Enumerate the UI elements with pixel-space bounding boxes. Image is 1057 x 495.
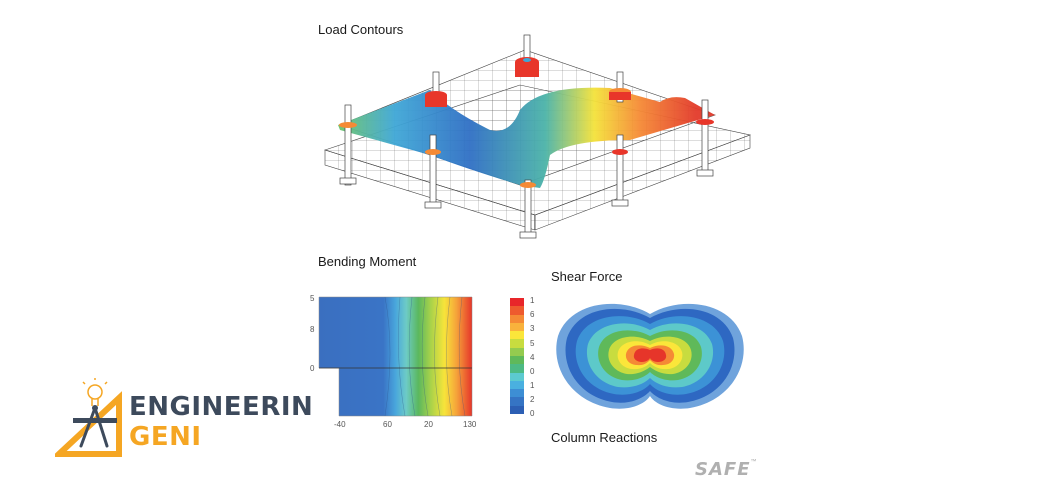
logo-line2: GENI — [129, 422, 202, 452]
colorbar-label: 6 — [530, 310, 535, 319]
trademark: ™ — [750, 459, 757, 465]
engineering-geni-logo: ENGINEERIN GENI — [55, 378, 313, 458]
column-reactions-title: Column Reactions — [551, 430, 658, 445]
safe-brand-logo: SAFE™ — [695, 459, 757, 480]
colorbar-label: 3 — [530, 324, 535, 333]
colorbar-label: 1 — [530, 296, 535, 305]
colorbar-label: 2 — [530, 395, 535, 404]
y-tick-5: 5 — [310, 294, 315, 303]
colorbar-label: 4 — [530, 353, 535, 362]
colorbar — [510, 298, 524, 414]
colorbar-label: 0 — [530, 409, 535, 418]
x-tick-130: 130 — [463, 420, 477, 429]
bending-moment-title: Bending Moment — [318, 254, 417, 269]
y-tick-0: 0 — [310, 364, 315, 373]
colorbar-label: 0 — [530, 367, 535, 376]
colorbar-label: 1 — [530, 381, 535, 390]
x-tick-neg40: -40 — [334, 420, 346, 429]
bending-moment-plot: 5 8 0 -40 60 20 130 — [310, 294, 477, 429]
x-tick-20: 20 — [424, 420, 433, 429]
colorbar-label: 5 — [530, 339, 535, 348]
y-tick-8: 8 — [310, 325, 315, 334]
x-tick-60: 60 — [383, 420, 392, 429]
safe-label: SAFE — [695, 459, 751, 480]
logo-line1: ENGINEERIN — [129, 392, 314, 422]
load-contours-title: Load Contours — [318, 22, 404, 37]
compass-triangle-bulb-icon — [55, 378, 122, 457]
shear-force-title: Shear Force — [551, 269, 623, 284]
shear-force-plot — [556, 303, 744, 409]
load-contours-3d-image — [324, 34, 752, 239]
